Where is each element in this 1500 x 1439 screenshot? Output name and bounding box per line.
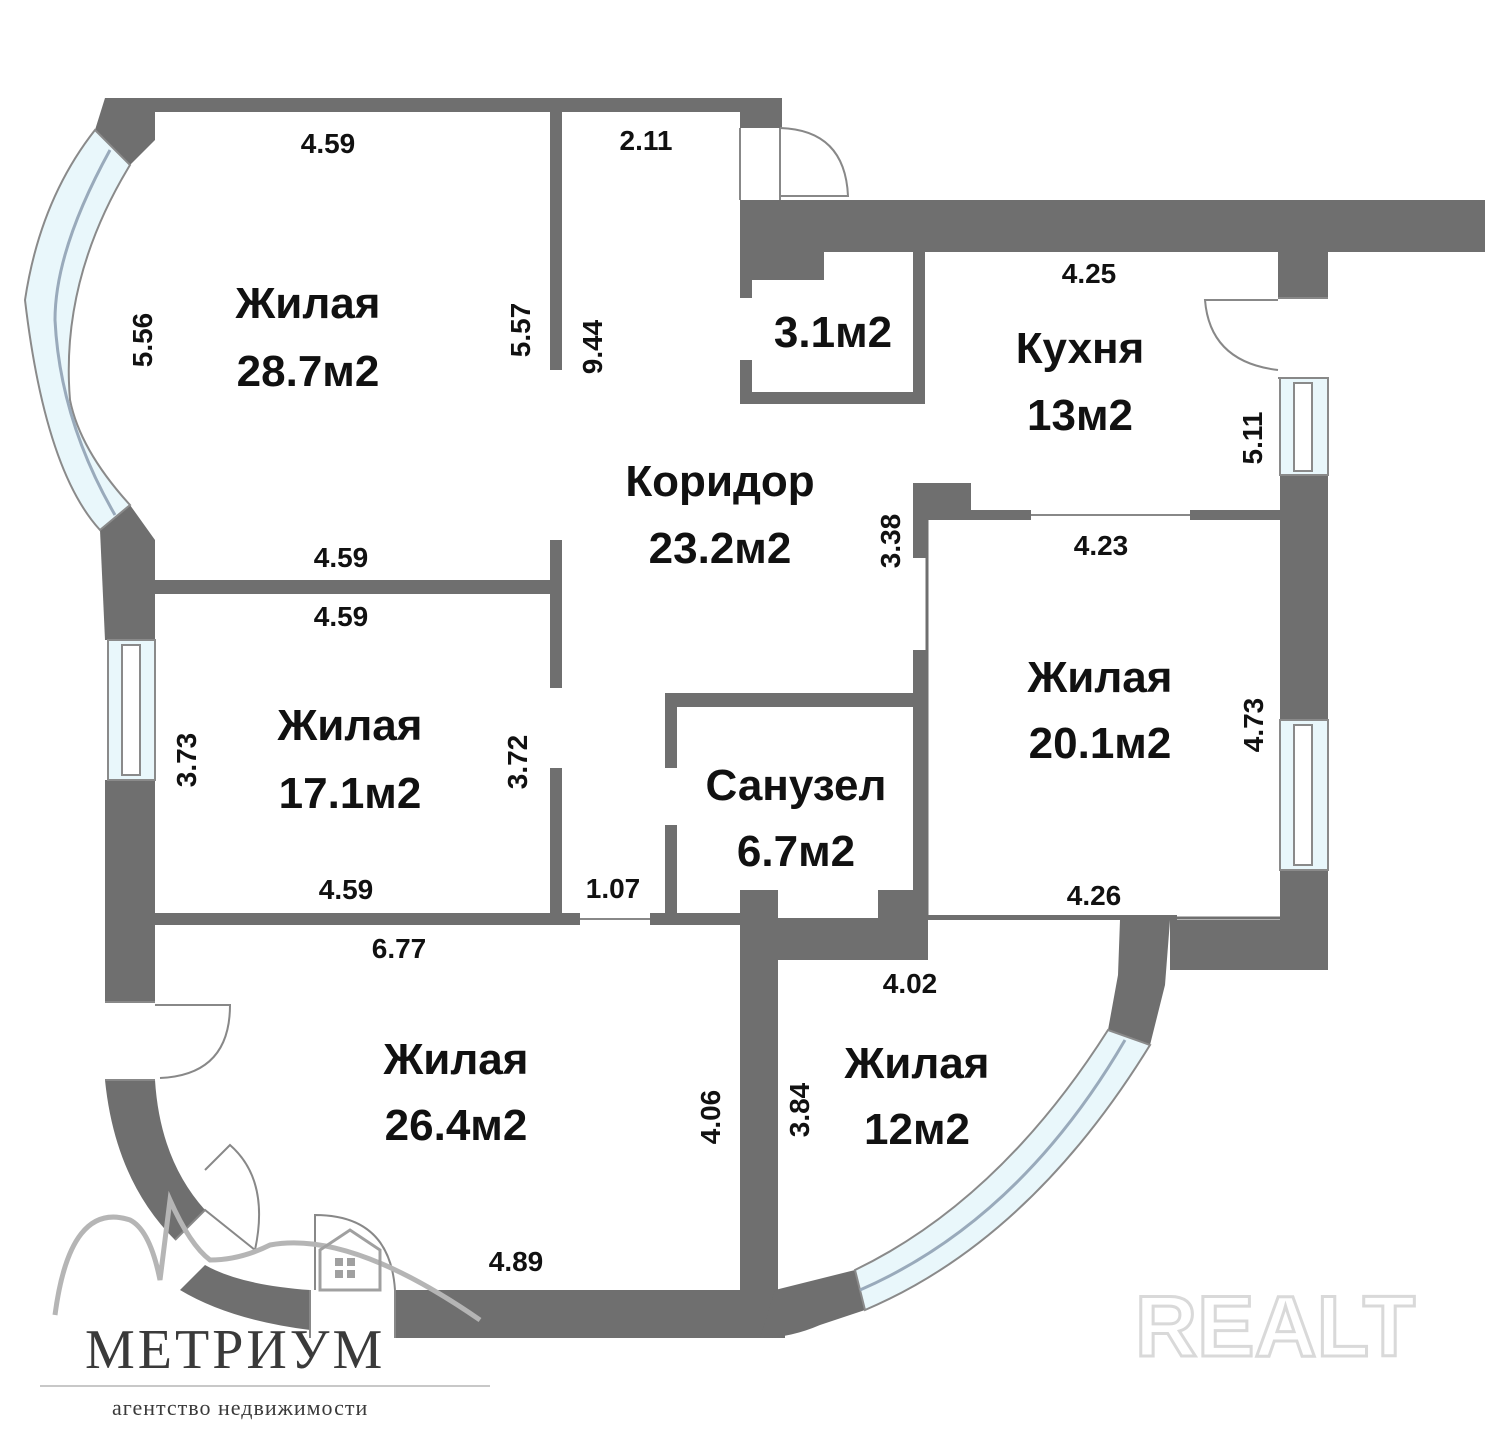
wall-corner-nw [95, 98, 155, 165]
wall-living-nw-w [155, 580, 553, 594]
wall-kitchen-top [740, 200, 1485, 252]
dim-living-sw-top: 6.77 [372, 933, 427, 964]
door-sw-2 [309, 1213, 396, 1338]
room-area-living-w: 17.1м2 [279, 769, 422, 818]
room-area-corridor: 23.2м2 [649, 524, 792, 573]
wall-bath-top [665, 693, 925, 707]
dim-living-s-top: 4.02 [883, 968, 938, 999]
room-area-kitchen: 13м2 [1027, 391, 1133, 440]
room-name-living-e: Жилая [1027, 653, 1173, 702]
doors [105, 127, 1328, 1338]
walls [95, 98, 1485, 1338]
room-name-living-nw: Жилая [235, 279, 381, 328]
wall-closet-left [740, 280, 752, 298]
room-name-living-w: Жилая [277, 701, 423, 750]
dim-living-sw-right: 4.06 [695, 1090, 726, 1145]
room-labels: Жилая 28.7м2 3.1м2 Кухня 13м2 Коридор 23… [235, 279, 1173, 1154]
house-with-mountains-logo [52, 1190, 482, 1323]
door-kitchen-balcony [1203, 297, 1328, 379]
wall-top [105, 98, 780, 112]
room-area-living-s: 12м2 [864, 1105, 970, 1154]
dim-corridor-bottom: 1.07 [586, 873, 641, 904]
dim-corridor-top: 2.11 [620, 125, 673, 156]
room-name-kitchen: Кухня [1016, 324, 1145, 373]
agency-name: МЕТРИУМ [85, 1319, 385, 1381]
room-name-bathroom: Санузел [706, 761, 887, 810]
room-name-living-s: Жилая [844, 1039, 990, 1088]
dim-living-nw-right: 5.57 [505, 303, 536, 358]
room-area-living-e: 20.1м2 [1029, 719, 1172, 768]
agency-subtitle: агентство недвижимости [112, 1395, 368, 1420]
dim-living-w-top: 4.59 [314, 601, 369, 632]
dim-living-s-left: 3.84 [784, 1082, 815, 1137]
dim-living-w-left: 3.73 [171, 733, 202, 788]
room-name-corridor: Коридор [625, 457, 814, 506]
dim-living-nw-bottom: 4.59 [314, 542, 369, 573]
dim-living-nw-top: 4.59 [301, 128, 356, 159]
dim-living-w-right: 3.72 [502, 735, 533, 790]
dim-living-sw-bottom: 4.89 [489, 1246, 544, 1277]
room-area-closet: 3.1м2 [774, 308, 892, 357]
room-area-living-sw: 26.4м2 [385, 1101, 528, 1150]
wall-living-w-sw [155, 913, 580, 925]
door-west-balcony [105, 1001, 232, 1081]
room-area-bathroom: 6.7м2 [737, 827, 855, 876]
room-area-living-nw: 28.7м2 [237, 347, 380, 396]
wall-living-e-left [913, 650, 927, 910]
dim-living-nw-left: 5.56 [127, 313, 158, 368]
dim-living-w-bottom: 4.59 [319, 874, 374, 905]
dim-corridor-side: 3.38 [875, 514, 906, 569]
wall-bath-left [665, 693, 677, 768]
window-south-curve [853, 1028, 1152, 1312]
dim-kitchen-bottom: 4.23 [1074, 530, 1129, 561]
dimension-labels: 4.59 5.56 5.57 4.59 2.11 9.44 3.38 1.07 … [127, 125, 1269, 1277]
wall-bottom [395, 1290, 785, 1338]
dim-corridor-length: 9.44 [577, 319, 608, 374]
dim-kitchen-top: 4.25 [1062, 258, 1117, 289]
dim-kitchen-right: 5.11 [1237, 412, 1268, 465]
wall-curve-sw [105, 1080, 205, 1240]
wall-kitchen-bottom [913, 483, 971, 515]
wall-living-e-bottom [927, 915, 1177, 920]
windows [23, 128, 1329, 1312]
dim-living-e-bottom: 4.26 [1067, 880, 1122, 911]
room-outlines [925, 518, 1280, 920]
window-west-bay [23, 128, 132, 532]
wall-closet-right [913, 250, 925, 404]
realt-watermark: REALT [1135, 1279, 1415, 1375]
wall-right [1280, 475, 1328, 720]
wall-left [105, 780, 155, 1002]
room-name-living-sw: Жилая [383, 1035, 529, 1084]
door-entrance [739, 127, 850, 200]
wall-living-nw-corridor [550, 112, 562, 370]
wall-corner-w [100, 505, 155, 640]
dim-living-e-right: 4.73 [1238, 698, 1269, 753]
